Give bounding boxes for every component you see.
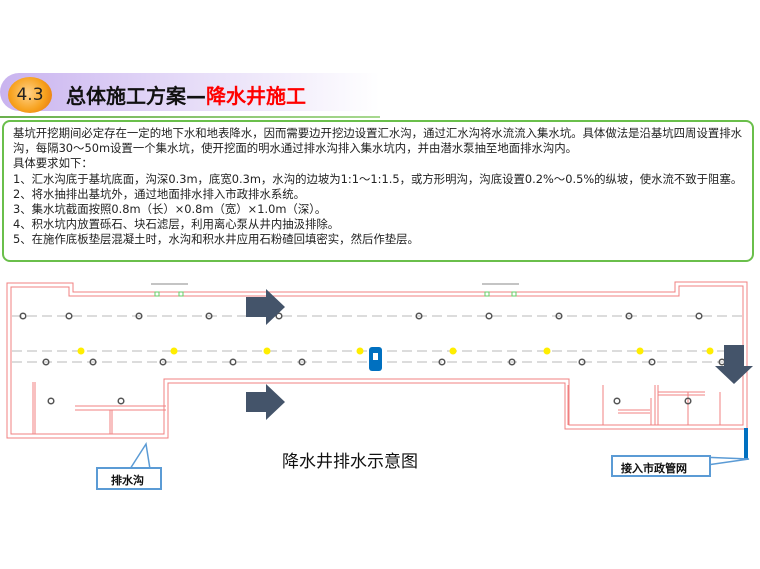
pit-outline-inner bbox=[10, 285, 744, 435]
description-paragraph: 基坑开挖期间必定存在一定的地下水和地表降水，因而需要边开挖边设置汇水沟，通过汇水… bbox=[13, 126, 743, 156]
pump-point bbox=[77, 347, 85, 355]
dewatering-well bbox=[485, 312, 493, 320]
dewatering-well bbox=[415, 312, 423, 320]
dewatering-well bbox=[42, 358, 50, 366]
drain-callout: 排水沟 bbox=[96, 467, 162, 490]
dewatering-well bbox=[508, 358, 516, 366]
dewatering-well bbox=[117, 397, 125, 405]
pump-point bbox=[449, 347, 457, 355]
requirement-item: 1、汇水沟底于基坑底面，沟深0.3m，底宽0.3m，水沟的边坡为1:1～1:1.… bbox=[13, 171, 743, 186]
page-title: 总体施工方案—降水井施工 bbox=[66, 80, 306, 109]
green-marker bbox=[154, 291, 160, 297]
dewatering-well bbox=[613, 397, 621, 405]
dewatering-well bbox=[135, 312, 143, 320]
diagram-caption: 降水井排水示意图 bbox=[282, 452, 418, 472]
dewatering-well bbox=[555, 312, 563, 320]
flow-arrow-right-icon bbox=[246, 384, 285, 420]
dewatering-well bbox=[695, 312, 703, 320]
pump-point bbox=[170, 347, 178, 355]
pump-icon-detail bbox=[373, 353, 378, 360]
dewatering-well bbox=[438, 358, 446, 366]
drain-callout-pointer bbox=[128, 441, 151, 470]
description-box: 基坑开挖期间必定存在一定的地下水和地表降水，因而需要边开挖边设置汇水沟，通过汇水… bbox=[2, 120, 754, 262]
section-number-badge: 4.3 bbox=[8, 77, 52, 113]
dewatering-well bbox=[205, 312, 213, 320]
green-marker bbox=[484, 291, 490, 297]
requirement-item: 5、在施作底板垫层混凝土时，水沟和积水井应用石粉碴回填密实，然后作垫层。 bbox=[13, 232, 419, 247]
title-highlight: 降水井施工 bbox=[206, 84, 306, 108]
dewatering-well bbox=[625, 312, 633, 320]
dewatering-well bbox=[19, 312, 27, 320]
green-marker bbox=[511, 291, 517, 297]
room-walls bbox=[32, 382, 721, 434]
dewatering-well bbox=[47, 397, 55, 405]
header-band bbox=[0, 73, 380, 111]
dewatering-well bbox=[89, 358, 97, 366]
pump-point bbox=[636, 347, 644, 355]
green-marker bbox=[178, 291, 184, 297]
dewatering-well bbox=[684, 397, 692, 405]
pump-point bbox=[543, 347, 551, 355]
dewatering-well bbox=[229, 358, 237, 366]
requirement-item: 2、将水抽排出基坑外，通过地面排水排入市政排水系统。 bbox=[13, 186, 306, 201]
dewatering-well bbox=[65, 312, 73, 320]
dewatering-well bbox=[159, 358, 167, 366]
dewatering-well bbox=[648, 358, 656, 366]
requirement-item: 3、集水坑截面按照0.8m（长）×0.8m（宽）×1.0m（深）。 bbox=[13, 202, 327, 217]
pump-point bbox=[706, 347, 714, 355]
dewatering-well bbox=[275, 312, 283, 320]
header-divider bbox=[0, 116, 380, 118]
requirements-heading: 具体要求如下： bbox=[13, 156, 93, 171]
dewatering-well bbox=[578, 358, 586, 366]
title-main: 总体施工方案— bbox=[66, 84, 206, 108]
requirement-item: 4、积水坑内放置砾石、块石滤层，利用离心泵从井内抽汲排除。 bbox=[13, 217, 340, 232]
pump-point bbox=[263, 347, 271, 355]
municipal-callout: 接入市政管网 bbox=[611, 455, 711, 477]
flow-arrow-right-icon bbox=[246, 289, 285, 325]
flow-arrow-down-icon bbox=[715, 345, 753, 384]
pump-point bbox=[356, 347, 364, 355]
outlet-pipe bbox=[744, 428, 748, 460]
dewatering-well bbox=[298, 358, 306, 366]
